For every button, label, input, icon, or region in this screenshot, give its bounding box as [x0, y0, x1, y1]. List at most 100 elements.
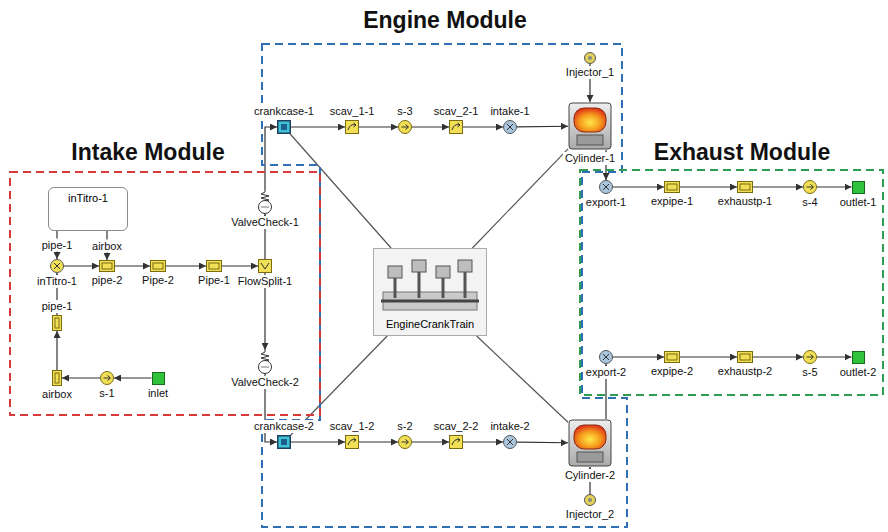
flow-symbol — [258, 259, 272, 273]
flow-connector — [115, 265, 150, 266]
flow-connector — [613, 186, 664, 187]
flow-connector — [64, 265, 99, 266]
scav-symbol — [345, 435, 359, 449]
component-label: exhaustp-1 — [716, 195, 774, 208]
component-icon: intake-2 — [503, 435, 517, 449]
component-icon: Cylinder-2 — [568, 419, 612, 467]
flow-connector — [166, 265, 206, 266]
s-symbol — [803, 180, 817, 194]
flow-connector — [222, 265, 258, 266]
scav-symbol — [449, 435, 463, 449]
component-label: pipe-1 — [40, 300, 75, 313]
pipeV-symbol — [52, 315, 62, 331]
green-symbol — [852, 181, 865, 194]
flow-connector — [517, 441, 568, 443]
component-icon: scav_2-1 — [449, 120, 463, 134]
component-label: scav_1-1 — [328, 105, 377, 118]
component-icon: crankcase-1 — [277, 120, 291, 134]
flow-connector — [265, 127, 277, 190]
component-icon: inlet — [152, 372, 165, 385]
component-label: pipe-2 — [90, 274, 125, 287]
module-region: export-1 expipe-1 exhaustp-1 s-4 outlet-1 exp… — [580, 170, 883, 395]
component-label: Cylinder-1 — [563, 152, 617, 165]
flow-connector — [680, 186, 737, 187]
pipeH-symbol — [664, 181, 680, 193]
component-label: expipe-1 — [649, 195, 695, 208]
connection-label: pipe-1 — [40, 239, 75, 252]
component-label: ValveCheck-2 — [229, 376, 301, 389]
component-icon: exhaustp-2 — [737, 351, 753, 363]
component-label: outlet-2 — [838, 366, 879, 379]
component-label: expipe-2 — [649, 365, 695, 378]
component-label: outlet-1 — [838, 196, 879, 209]
shaft-link — [477, 336, 568, 422]
component-label: crankcase-2 — [252, 420, 316, 433]
box-title: inTitro-1 — [49, 188, 127, 205]
component-label: intake-1 — [488, 105, 531, 118]
component-icon: s-3 — [398, 120, 412, 134]
pipeH-symbol — [150, 260, 166, 272]
component-label: s-4 — [800, 196, 819, 209]
component-icon: Injector_1 — [584, 52, 596, 64]
component-icon: expipe-1 — [664, 181, 680, 193]
component-label: s-2 — [395, 420, 414, 433]
cyl-symbol — [568, 102, 612, 150]
s-symbol — [398, 120, 412, 134]
shaft-link — [472, 149, 568, 248]
component-icon: inTitro-1 — [50, 259, 64, 273]
inj-symbol — [584, 494, 596, 506]
flow-connector — [412, 441, 449, 442]
component-label: EngineCrankTrain — [374, 318, 486, 331]
crank-train-block: EngineCrankTrain — [373, 248, 487, 336]
flow-connector — [359, 441, 398, 442]
pipeH-symbol — [664, 351, 680, 363]
pipeV-symbol — [52, 370, 62, 386]
component-icon: FlowSplit-1 — [258, 259, 272, 273]
flow-connector — [613, 356, 664, 357]
connection-label: airbox — [90, 239, 124, 252]
component-label: scav_2-1 — [432, 105, 481, 118]
flow-connector — [359, 126, 398, 127]
component-label: s-3 — [395, 105, 414, 118]
pipeH-symbol — [206, 260, 222, 272]
flow-connector — [517, 126, 568, 128]
component-label: export-1 — [584, 196, 628, 209]
flow-connector — [753, 186, 803, 187]
component-icon: Injector_2 — [584, 494, 596, 506]
component-icon: Cylinder-1 — [568, 102, 612, 150]
component-label: Pipe-2 — [140, 274, 176, 287]
flow-connector — [463, 126, 503, 127]
s-symbol — [398, 435, 412, 449]
component-label: airbox — [40, 388, 74, 401]
port-symbol — [503, 120, 517, 134]
component-icon: s-4 — [803, 180, 817, 194]
component-icon: scav_1-1 — [345, 120, 359, 134]
component-icon: scav_1-2 — [345, 435, 359, 449]
component-icon: ValveCheck-1 — [257, 190, 273, 214]
flow-connector — [817, 356, 852, 357]
scav-symbol — [345, 120, 359, 134]
s-symbol — [100, 371, 114, 385]
crank-train-picture — [373, 252, 487, 316]
component-label: scav_1-2 — [328, 420, 377, 433]
component-label: Pipe-1 — [196, 274, 232, 287]
component-icon: exhaustp-1 — [737, 181, 753, 193]
component-label: export-2 — [584, 366, 628, 379]
pipeH-symbol — [737, 181, 753, 193]
parameter-box: inTitro-1 — [48, 187, 128, 231]
component-icon: crankcase-2 — [277, 435, 291, 449]
module-title: Intake Module — [71, 139, 224, 166]
crankcase-symbol — [277, 120, 291, 134]
flow-connector — [817, 186, 852, 187]
flow-connector — [412, 126, 449, 127]
component-icon: Pipe-1 — [206, 260, 222, 272]
flow-connector — [62, 377, 100, 378]
port-symbol — [599, 350, 613, 364]
component-label: ValveCheck-1 — [229, 216, 301, 229]
component-icon: airbox — [52, 370, 62, 386]
flow-connector — [56, 331, 57, 370]
component-label: Injector_2 — [564, 508, 616, 521]
component-label: Injector_1 — [564, 66, 616, 79]
component-icon: export-1 — [599, 180, 613, 194]
